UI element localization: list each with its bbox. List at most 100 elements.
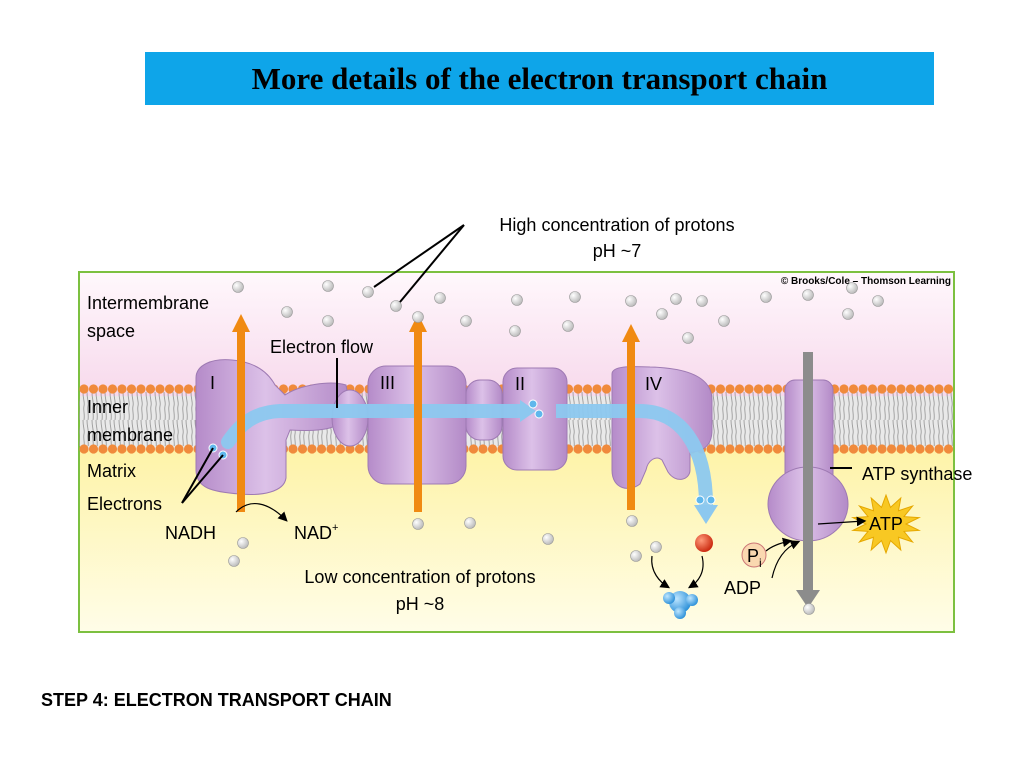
proton (542, 533, 554, 545)
oxygen-atom (695, 534, 713, 552)
complex-II (502, 367, 568, 471)
lipid-head (183, 384, 194, 394)
nad-label: NAD+ (294, 522, 338, 543)
lipid-head (145, 384, 156, 394)
lipid-head (715, 384, 726, 394)
proton (412, 518, 424, 530)
lipid-head (107, 444, 118, 454)
adp-arrow (771, 540, 801, 579)
lipid-head (79, 384, 89, 394)
proton (562, 320, 574, 332)
lipid-head (858, 384, 868, 394)
title-banner: More details of the electron transport c… (145, 52, 934, 105)
proton (390, 300, 402, 312)
lipid-head (753, 444, 764, 454)
lipid-head (858, 444, 868, 454)
lipid-head (934, 384, 944, 394)
proton-arrows (232, 314, 640, 512)
lipid-head (155, 444, 165, 454)
lipid-head (354, 444, 365, 454)
proton (228, 555, 240, 567)
lipid-head (744, 384, 754, 394)
proton-arrow-1 (232, 314, 250, 512)
electrons-label: Electrons (87, 494, 162, 514)
lipid-head (763, 384, 773, 394)
proton (670, 293, 682, 305)
proton (626, 515, 638, 527)
complex-III-label: III (380, 373, 395, 393)
lipid-head (326, 444, 336, 454)
lipid-head (478, 444, 488, 454)
lipid-head (772, 384, 783, 394)
lipid-head (573, 444, 583, 454)
lipid-head (915, 384, 925, 394)
proton (802, 289, 814, 301)
proton (281, 306, 293, 318)
proton (434, 292, 446, 304)
proton (569, 291, 581, 303)
lipid-head (354, 384, 365, 394)
lipid-head (924, 384, 935, 394)
proton (630, 550, 642, 562)
protein-complexes (195, 352, 849, 608)
lipid-head (79, 444, 89, 454)
proton (509, 325, 521, 337)
lipid-head (155, 384, 165, 394)
matrix-label: Matrix (87, 461, 136, 481)
proton-arrow-2 (409, 314, 427, 512)
lipid-head (582, 384, 593, 394)
complex-IV (611, 366, 713, 489)
electron-flow-arrow (221, 400, 718, 524)
lipid-head (468, 444, 479, 454)
lipid-head (88, 444, 99, 454)
proton (232, 281, 244, 293)
proton (682, 332, 694, 344)
lipid-head (725, 444, 735, 454)
lipid-head (915, 444, 925, 454)
lipid-head (867, 384, 878, 394)
lipid-head (934, 444, 944, 454)
lipid-head (297, 444, 308, 454)
lipid-head (924, 444, 935, 454)
lipid-head (307, 444, 317, 454)
proton (760, 291, 772, 303)
proton-arrow-3 (622, 324, 640, 510)
intermembrane-label-2: space (87, 321, 135, 341)
lipid-head (753, 384, 764, 394)
atp-output-arrow (817, 516, 867, 527)
proton (511, 294, 523, 306)
lipid-head (772, 444, 783, 454)
panel-border (78, 271, 955, 633)
proton (656, 308, 668, 320)
lipid-head (88, 384, 99, 394)
intermembrane-label-1: Intermembrane (87, 293, 209, 313)
lipid-head (706, 444, 716, 454)
proton (460, 315, 472, 327)
lipid-head (117, 444, 127, 454)
lipid-head (183, 444, 194, 454)
lipid-head (725, 384, 735, 394)
lipid-head (744, 444, 754, 454)
lipid-head (877, 444, 887, 454)
complex-IV-label: IV (645, 374, 662, 394)
inner-membrane-label-2: membrane (87, 425, 173, 445)
inner-membrane-label-1: Inner (87, 397, 128, 417)
high-protons-label: High concentration of protons (499, 215, 734, 235)
lipid-head (848, 384, 859, 394)
pi-label: Pi (747, 546, 762, 570)
proton (464, 517, 476, 529)
proton (412, 311, 424, 323)
pi-badge (741, 542, 767, 568)
lipid-head (126, 384, 137, 394)
lipid-head (601, 444, 612, 454)
oxygen-water (651, 534, 713, 619)
proton (803, 603, 815, 615)
nadh-arrow (235, 503, 288, 522)
lipid-head (877, 384, 887, 394)
proton (322, 315, 334, 327)
complex-I-label: I (210, 373, 215, 393)
lipid-head (164, 384, 175, 394)
credit-label: © Brooks/Cole – Thomson Learning (781, 276, 951, 287)
adp-label: ADP (724, 578, 761, 598)
